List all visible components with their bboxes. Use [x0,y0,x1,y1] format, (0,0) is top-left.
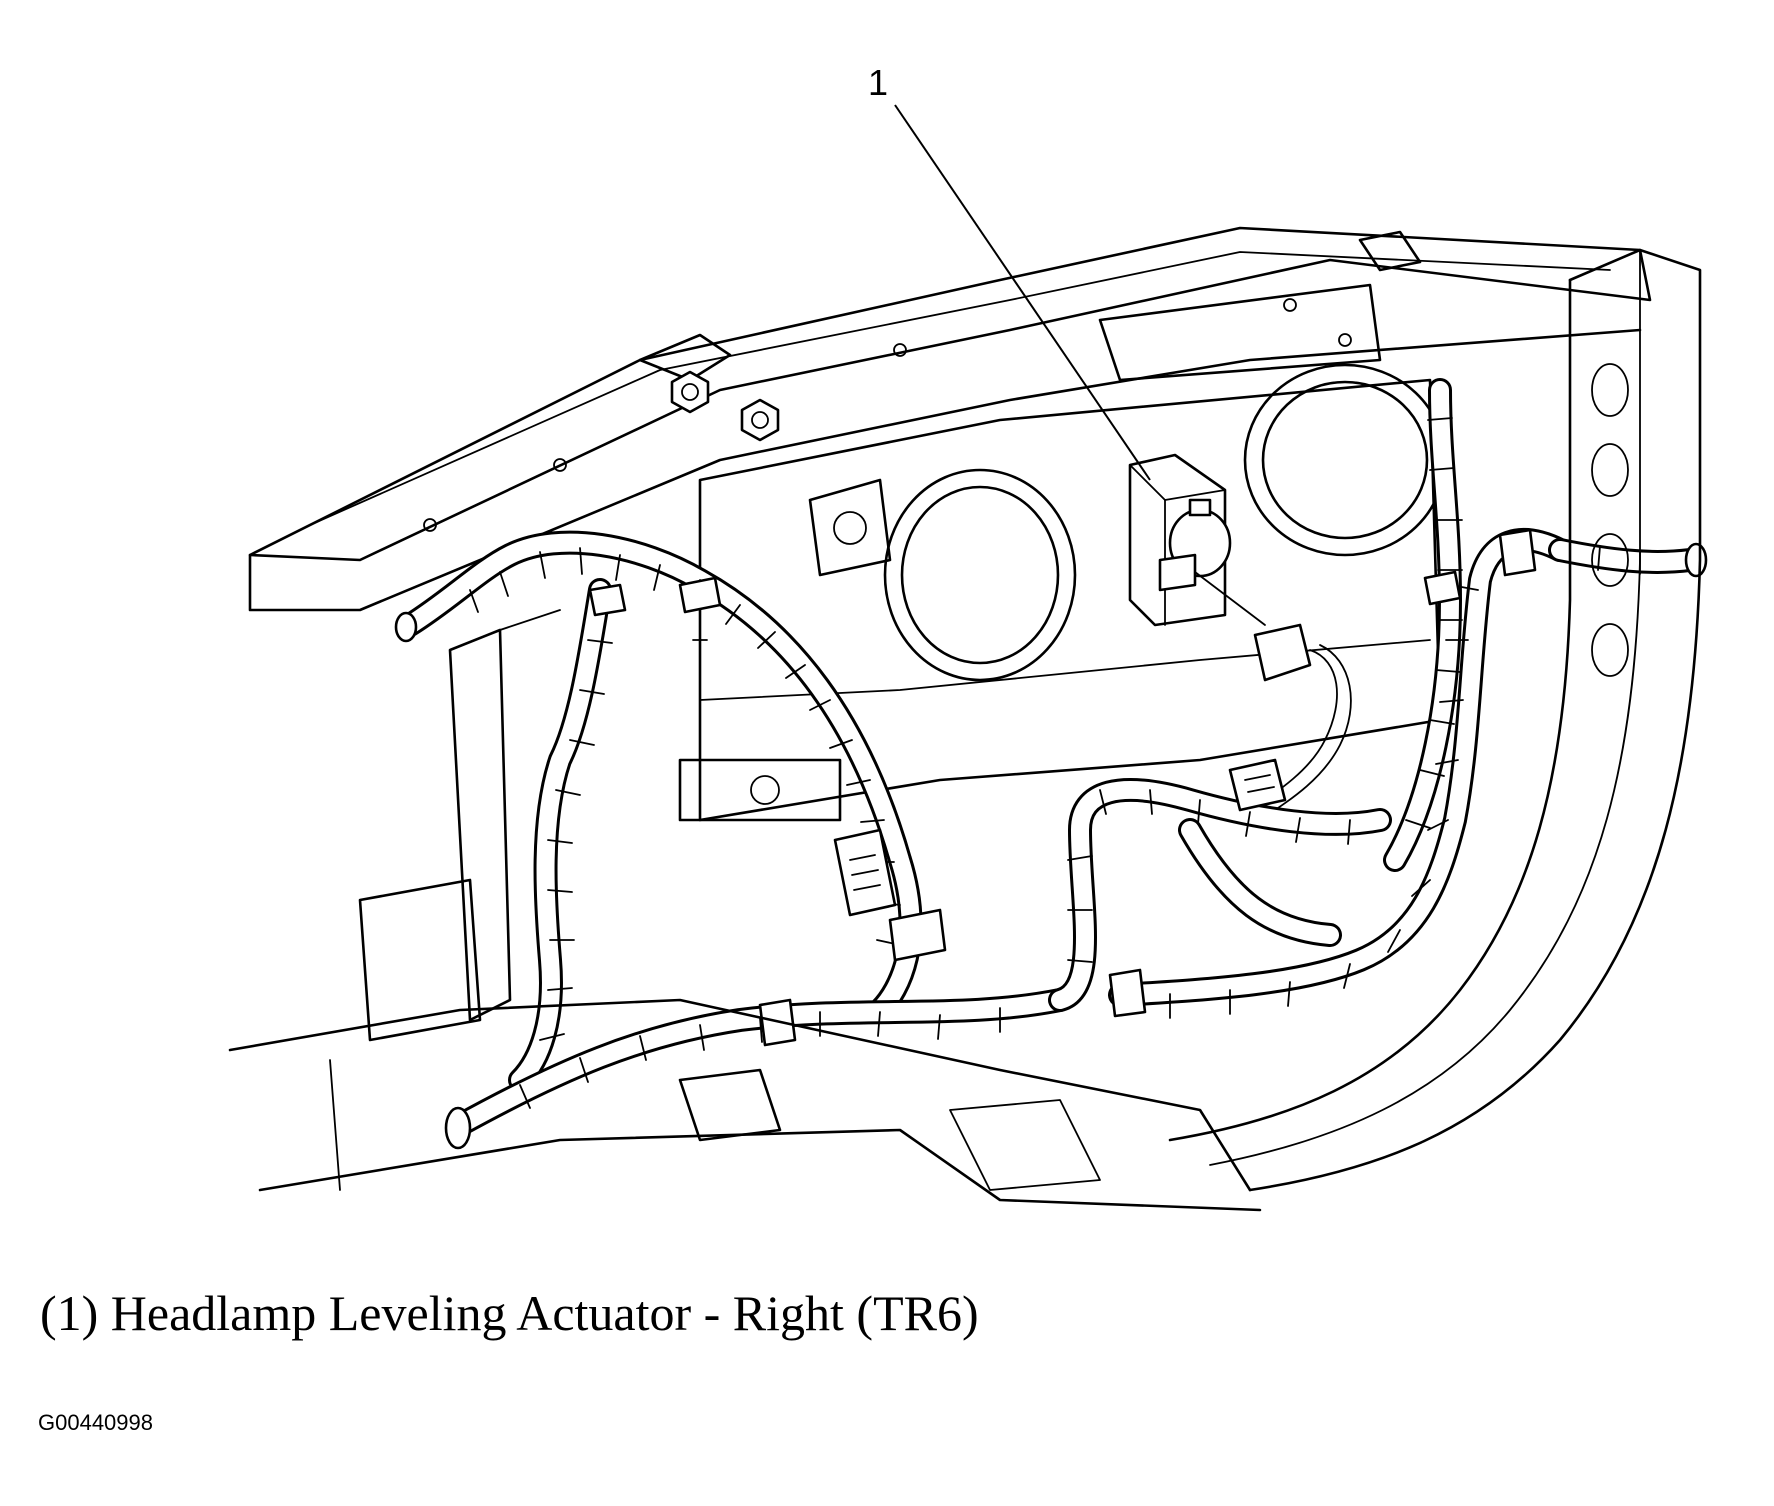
left-lamp-opening [883,468,1077,682]
top-bolts [670,370,780,442]
callout-number-1: 1 [868,62,889,103]
figure-id: G00440998 [38,1410,153,1435]
figure-caption: (1) Headlamp Leveling Actuator - Right (… [40,1285,979,1341]
lower-connectors [833,758,1287,962]
headlamp-assembly-illustration [228,104,1708,1212]
left-side-member [358,609,561,1042]
right-lamp-opening [1243,363,1447,557]
headlamp-leveling-actuator [1128,453,1266,627]
harness-ends [394,542,1708,1150]
headlamp-housing [678,378,1442,822]
actuator-connector [1249,623,1352,821]
right-side-member [1168,248,1702,1192]
upper-support-rail [248,226,1652,612]
wiring-harness [398,378,1702,1137]
lower-support [228,998,1262,1212]
harness-clips [588,528,1537,1047]
callout-leader-line [894,104,1151,481]
